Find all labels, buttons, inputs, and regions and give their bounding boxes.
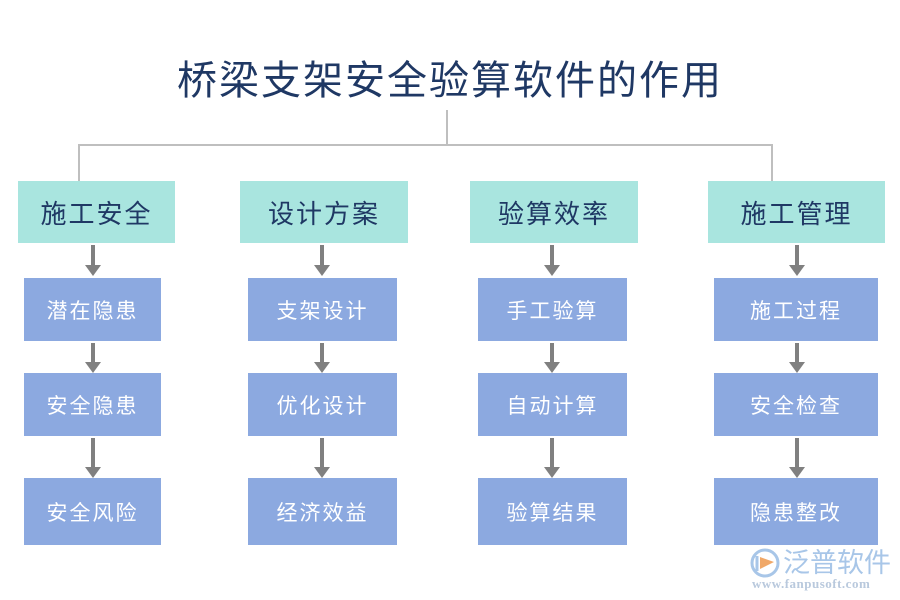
node-box-4-1-label: 施工过程	[750, 298, 842, 323]
arrow-col1-node1-to-node2	[85, 343, 101, 373]
brand-logo: 泛普软件 www.fanpusoft.com	[750, 548, 891, 594]
arrow-col4-node2-to-node3	[789, 438, 805, 478]
node-box-3-2[interactable]: 自动计算	[478, 373, 627, 436]
arrow-col2-node2-to-node3	[314, 438, 330, 478]
arrow-col1-node2-to-node3	[85, 438, 101, 478]
node-box-3-3[interactable]: 验算结果	[478, 478, 627, 545]
connector-horizontal-bar	[78, 144, 773, 146]
node-box-2-1-label: 支架设计	[276, 298, 369, 323]
arrow-col3-node1-to-node2	[544, 343, 560, 373]
header-box-1[interactable]: 施工安全	[18, 181, 175, 243]
page-title: 桥梁支架安全验算软件的作用	[177, 58, 723, 103]
node-box-1-1[interactable]: 潜在隐患	[24, 278, 161, 341]
node-box-1-3-label: 安全风险	[46, 500, 139, 525]
header-box-3[interactable]: 验算效率	[470, 181, 638, 243]
header-box-4-label: 施工管理	[740, 199, 853, 229]
node-box-4-1[interactable]: 施工过程	[714, 278, 878, 341]
header-box-1-label: 施工安全	[40, 199, 153, 229]
arrow-col1-header-to-node1	[85, 245, 101, 276]
node-box-2-1[interactable]: 支架设计	[248, 278, 397, 341]
node-box-3-1-label: 手工验算	[506, 298, 599, 323]
header-box-3-label: 验算效率	[497, 199, 610, 229]
node-box-4-3-label: 隐患整改	[750, 500, 842, 525]
connector-drop-right	[771, 144, 773, 182]
brand-url: www.fanpusoft.com	[752, 576, 871, 591]
connector-stem	[446, 110, 448, 146]
node-box-2-3[interactable]: 经济效益	[248, 478, 397, 545]
arrow-col3-header-to-node1	[544, 245, 560, 276]
node-box-3-2-label: 自动计算	[506, 393, 599, 418]
node-box-4-2[interactable]: 安全检查	[714, 373, 878, 436]
brand-logo-row: 泛普软件	[750, 548, 891, 578]
header-box-4[interactable]: 施工管理	[708, 181, 885, 243]
node-box-2-2-label: 优化设计	[276, 393, 369, 418]
brand-name: 泛普软件	[783, 548, 891, 578]
arrow-col3-node2-to-node3	[544, 438, 560, 478]
node-box-3-3-label: 验算结果	[506, 500, 599, 525]
header-box-2-label: 设计方案	[267, 199, 380, 229]
node-box-1-2[interactable]: 安全隐患	[24, 373, 161, 436]
node-box-1-1-label: 潜在隐患	[46, 298, 139, 323]
arrow-col2-node1-to-node2	[314, 343, 330, 373]
header-box-2[interactable]: 设计方案	[240, 181, 408, 243]
node-box-2-2[interactable]: 优化设计	[248, 373, 397, 436]
node-box-1-2-label: 安全隐患	[46, 393, 139, 418]
node-box-2-3-label: 经济效益	[276, 500, 369, 525]
node-box-4-2-label: 安全检查	[750, 393, 842, 418]
arrow-col2-header-to-node1	[314, 245, 330, 276]
node-box-1-3[interactable]: 安全风险	[24, 478, 161, 545]
arrow-col4-node1-to-node2	[789, 343, 805, 373]
connector-drop-left	[78, 144, 80, 182]
node-box-4-3[interactable]: 隐患整改	[714, 478, 878, 545]
node-box-3-1[interactable]: 手工验算	[478, 278, 627, 341]
arrow-col4-header-to-node1	[789, 245, 805, 276]
fanpu-logo-icon	[750, 548, 780, 578]
